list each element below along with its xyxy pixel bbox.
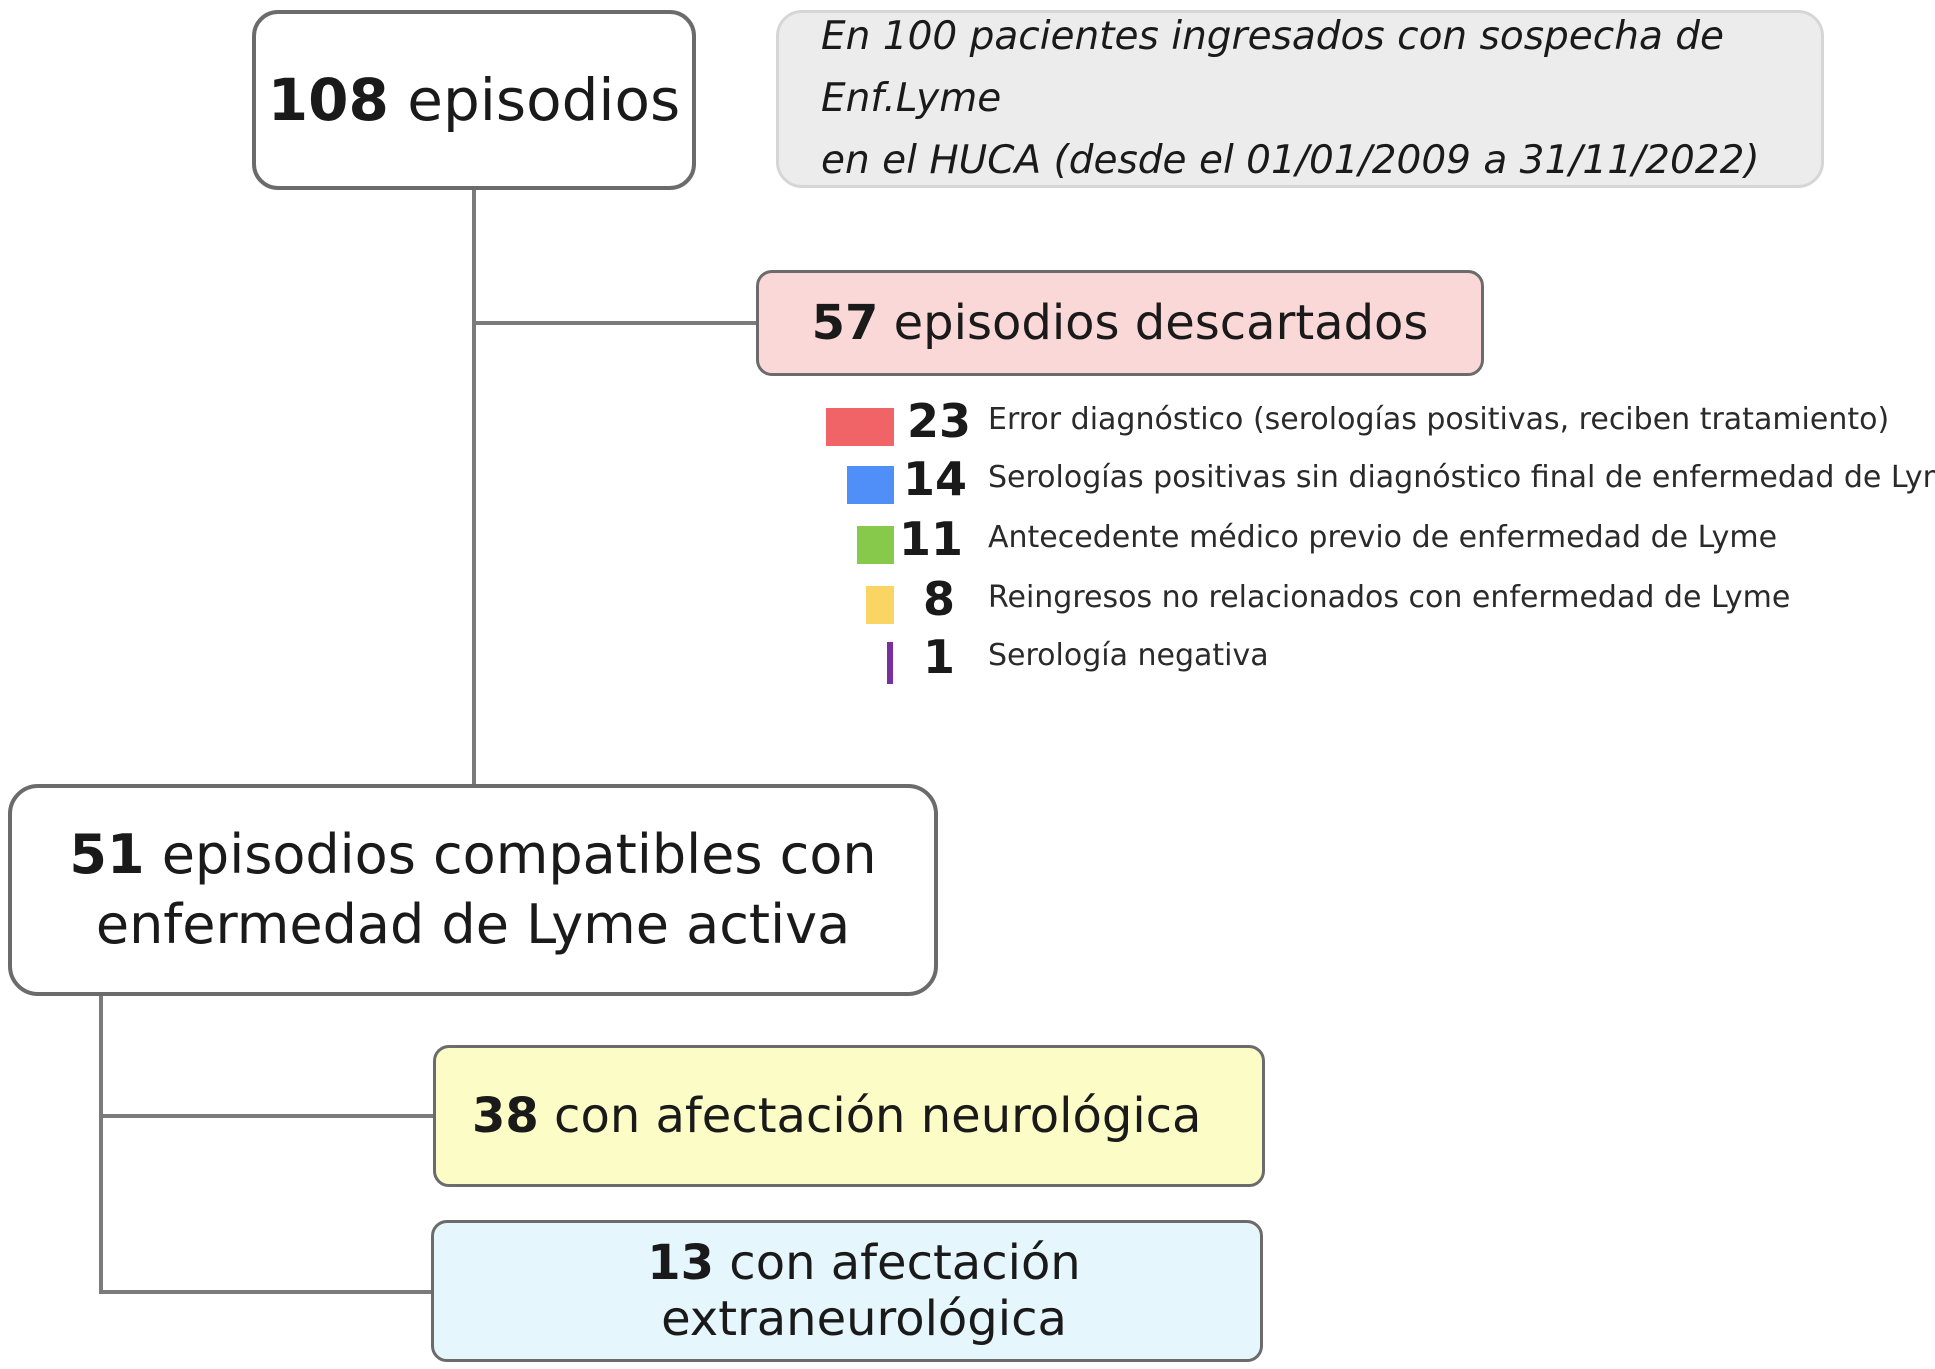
connector-to-neuro <box>99 1114 433 1118</box>
reason-count: 14 <box>902 452 967 506</box>
total-episodes-box: 108 episodios <box>252 10 696 190</box>
reason-label: Serologías positivas sin diagnóstico fin… <box>988 460 1935 495</box>
total-episodes-count: 108 <box>267 66 389 134</box>
discard-reason-item: 23 Error diagnóstico (serologías positiv… <box>0 394 1935 450</box>
total-episodes-label: episodios <box>388 66 681 134</box>
study-note-line-2: en el HUCA (desde el 01/01/2009 a 31/11/… <box>821 138 1760 183</box>
reason-count: 1 <box>922 630 955 684</box>
compatible-episodes-box: 51 episodios compatibles con enfermedad … <box>8 784 938 996</box>
connector-compat-trunk <box>99 996 103 1292</box>
extraneurological-episodes-label: con afectación extraneurológica <box>661 1235 1081 1347</box>
reason-color-swatch <box>857 526 894 564</box>
connector-to-discarded <box>472 321 756 325</box>
reason-color-swatch <box>847 466 894 504</box>
reason-color-swatch <box>887 642 893 684</box>
discard-reason-item: 1 Serología negativa <box>0 630 1935 686</box>
reason-label: Serología negativa <box>988 638 1269 673</box>
reason-color-swatch <box>866 586 894 624</box>
compatible-episodes-label-line-2: enfermedad de Lyme activa <box>95 893 851 956</box>
discarded-episodes-count: 57 <box>811 295 879 351</box>
reason-count: 23 <box>906 394 971 448</box>
extraneurological-episodes-count: 13 <box>647 1235 715 1291</box>
neurological-episodes-box: 38 con afectación neurológica <box>433 1045 1265 1187</box>
compatible-episodes-count: 51 <box>69 823 145 886</box>
neurological-episodes-count: 38 <box>472 1088 539 1144</box>
reason-label: Reingresos no relacionados con enfermeda… <box>988 580 1791 615</box>
extraneurological-episodes-box: 13 con afectación extraneurológica <box>431 1220 1263 1362</box>
discarded-episodes-label: episodios descartados <box>878 295 1429 351</box>
discard-reason-item: 11 Antecedente médico previo de enfermed… <box>0 512 1935 568</box>
reason-label: Antecedente médico previo de enfermedad … <box>988 520 1778 555</box>
compatible-episodes-label-line-1: episodios compatibles con <box>144 823 877 886</box>
discard-reason-item: 14 Serologías positivas sin diagnóstico … <box>0 452 1935 508</box>
reason-count: 8 <box>922 572 955 626</box>
reason-count: 11 <box>898 512 963 566</box>
reason-label: Error diagnóstico (serologías positivas,… <box>988 402 1890 437</box>
study-note-box: En 100 pacientes ingresados con sospecha… <box>776 10 1824 188</box>
discard-reason-item: 8 Reingresos no relacionados con enferme… <box>0 572 1935 628</box>
reason-color-swatch <box>826 408 894 446</box>
discarded-episodes-box: 57 episodios descartados <box>756 270 1484 376</box>
connector-to-extra <box>99 1290 431 1294</box>
study-note-line-1: En 100 pacientes ingresados con sospecha… <box>821 14 1724 121</box>
neurological-episodes-label: con afectación neurológica <box>538 1088 1202 1144</box>
connector-trunk <box>472 190 476 784</box>
